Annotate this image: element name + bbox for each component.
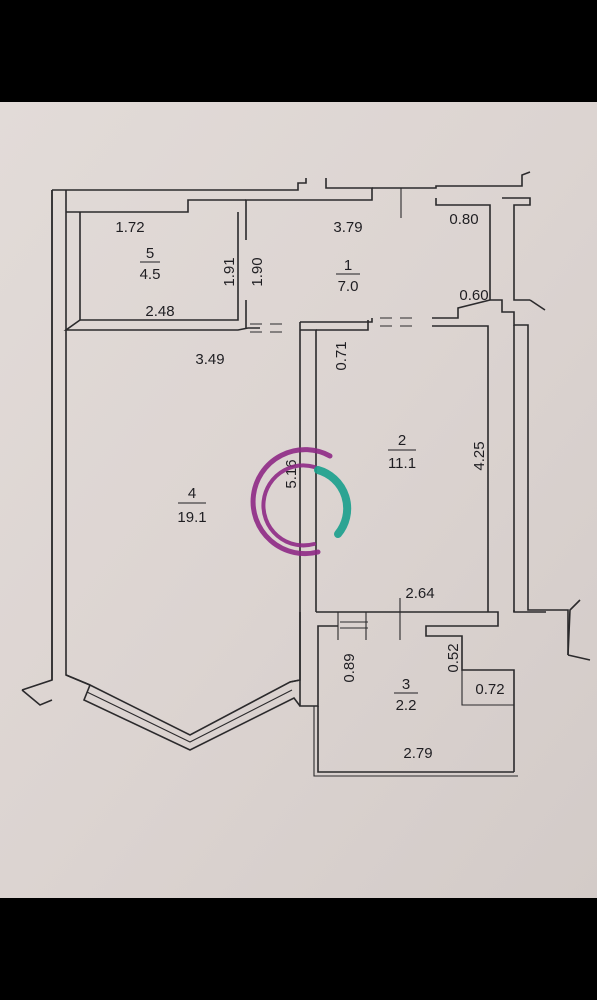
dimension-label: 4.25 [471, 441, 488, 470]
dimension-label: 0.60 [459, 287, 488, 304]
dimension-labels: 1.72 3.79 0.80 1.91 1.90 2.48 0.60 3.49 … [115, 211, 504, 762]
room-5-label: 5 4.5 [140, 245, 161, 283]
room-area: 4.5 [140, 266, 161, 283]
dimension-label: 3.79 [333, 219, 362, 236]
room-3-label: 3 2.2 [394, 676, 418, 714]
room-area: 19.1 [177, 509, 206, 526]
room-area: 2.2 [396, 697, 417, 714]
dimension-label: 0.80 [449, 211, 478, 228]
dimension-label: 1.90 [249, 257, 266, 286]
paper-sheet [0, 102, 597, 898]
dimension-label: 0.71 [333, 341, 350, 370]
room-4-label: 4 19.1 [177, 485, 206, 526]
room-number: 1 [344, 257, 352, 274]
room-number: 3 [402, 676, 410, 693]
dimension-label: 0.72 [475, 681, 504, 698]
dimension-label: 0.52 [445, 643, 462, 672]
dimension-label: 1.72 [115, 219, 144, 236]
walls [21, 171, 591, 777]
room-2-label: 2 11.1 [388, 432, 416, 472]
dimension-label: 2.64 [405, 585, 434, 602]
room-number: 4 [188, 485, 196, 502]
dimension-label: 2.48 [145, 303, 174, 320]
dimension-label: 5.16 [283, 459, 300, 488]
dimension-label: 2.79 [403, 745, 432, 762]
room-area: 7.0 [338, 278, 359, 295]
room-number: 2 [398, 432, 406, 449]
room-area: 11.1 [388, 455, 416, 472]
watermark-logo-icon [250, 447, 352, 557]
dimension-label: 0.89 [341, 653, 358, 682]
room-1-label: 1 7.0 [336, 257, 360, 295]
room-number: 5 [146, 245, 154, 262]
dimension-label: 1.91 [221, 257, 238, 286]
dimension-label: 3.49 [195, 351, 224, 368]
